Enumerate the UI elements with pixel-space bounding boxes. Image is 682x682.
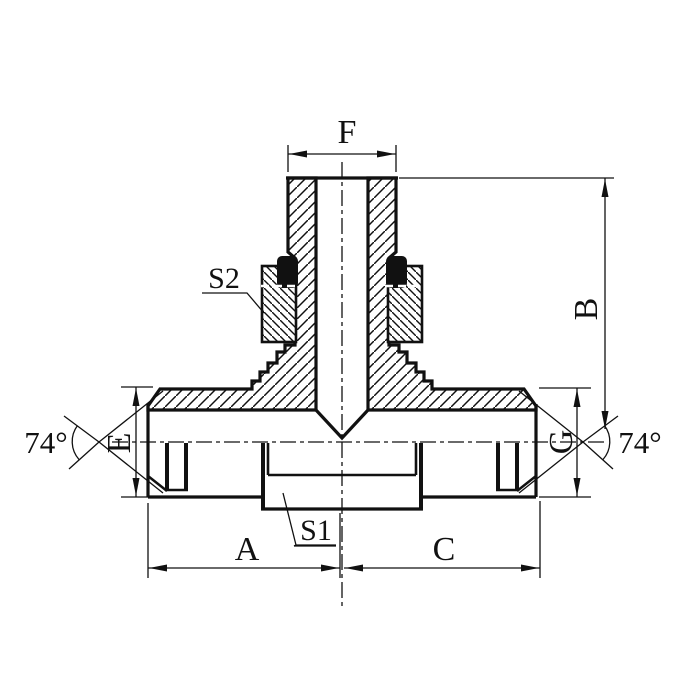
b-arrow-bottom: [601, 411, 609, 429]
a-arrow-right: [321, 564, 339, 572]
c-arrow-right: [521, 564, 539, 572]
left-port-chamfer: [147, 475, 168, 492]
centerlines: [112, 162, 604, 606]
arrowheads: [132, 150, 609, 572]
c-arrow-left: [345, 564, 363, 572]
seal-left: [277, 256, 298, 288]
label-E: E: [101, 433, 138, 454]
seal-right: [386, 256, 407, 288]
label-S1: S1: [300, 514, 332, 547]
label-A: A: [235, 531, 260, 568]
a-arrow-left: [149, 564, 167, 572]
s2-leader: [202, 292, 265, 314]
right-port-chamfer: [516, 475, 537, 492]
left-angle-leg-lower: [68, 441, 100, 470]
f-arrow-right: [377, 150, 395, 158]
b-arrow-top: [601, 179, 609, 197]
label-G: G: [543, 430, 580, 455]
right-angle-leg-upper: [582, 415, 619, 443]
e-arrow-bottom: [132, 478, 140, 496]
label-angle-right: 74°: [618, 425, 661, 460]
label-B: B: [568, 298, 605, 321]
label-F: F: [338, 114, 357, 151]
dimensions: [63, 145, 619, 578]
right-angle-arc: [602, 425, 611, 460]
f-arrow-left: [289, 150, 307, 158]
e-arrow-top: [132, 388, 140, 406]
g-arrow-top: [573, 389, 581, 407]
labels: F B E G A C S2 S1 74° 74°: [24, 114, 661, 568]
label-angle-left: 74°: [24, 425, 67, 460]
g-arrow-bottom: [573, 478, 581, 496]
label-S2: S2: [208, 262, 240, 295]
left-angle-arc: [71, 425, 80, 460]
left-angle-leg-upper: [63, 415, 100, 443]
right-angle-leg-lower: [582, 441, 614, 470]
label-C: C: [433, 531, 456, 568]
